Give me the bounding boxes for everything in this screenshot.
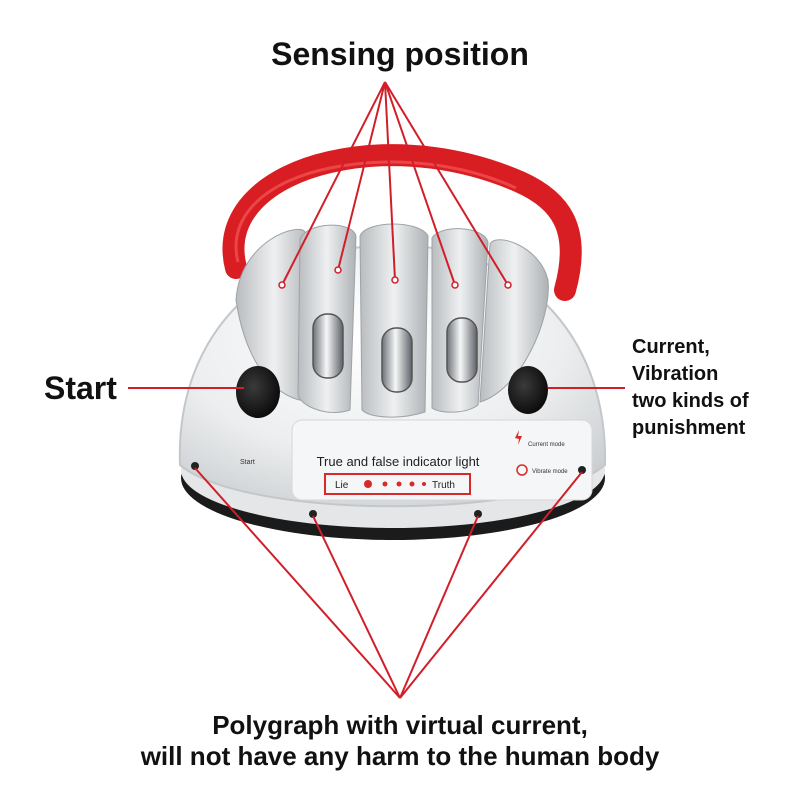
vibrate-icon — [516, 464, 528, 476]
punishment-line: Current, — [632, 336, 710, 358]
current-mode-label: Current mode — [528, 442, 565, 448]
lie-label: Lie — [335, 480, 349, 491]
start-small-label: Start — [240, 459, 255, 466]
lightning-icon — [515, 430, 522, 445]
punishment-note: Current, Vibration two kinds of punishme… — [632, 334, 749, 442]
punishment-line: two kinds of — [632, 390, 749, 412]
sensing-lines — [281, 81, 509, 286]
base-contacts — [191, 462, 586, 518]
sensing-points — [278, 266, 512, 289]
start-label: Start — [44, 370, 117, 406]
base-pointers — [194, 467, 583, 699]
metal-electrodes — [312, 313, 478, 393]
disclaimer: Polygraph with virtual current, will not… — [0, 710, 800, 772]
punishment-line: Vibration — [632, 363, 719, 385]
indicator-panel — [291, 419, 593, 501]
panel-title: True and false indicator light — [317, 454, 480, 469]
red-strap — [222, 144, 582, 301]
vibrate-mode-label: Vibrate mode — [532, 469, 568, 475]
punishment-line: punishment — [632, 417, 746, 439]
indicator-frame — [324, 473, 471, 495]
mode-button — [508, 366, 548, 414]
disclaimer-line: will not have any harm to the human body — [140, 741, 660, 771]
disclaimer-line: Polygraph with virtual current, — [212, 710, 588, 740]
sensing-position-title: Sensing position — [271, 36, 529, 72]
indicator-lights — [364, 480, 426, 488]
start-button — [236, 366, 280, 418]
truth-label: Truth — [432, 480, 455, 491]
